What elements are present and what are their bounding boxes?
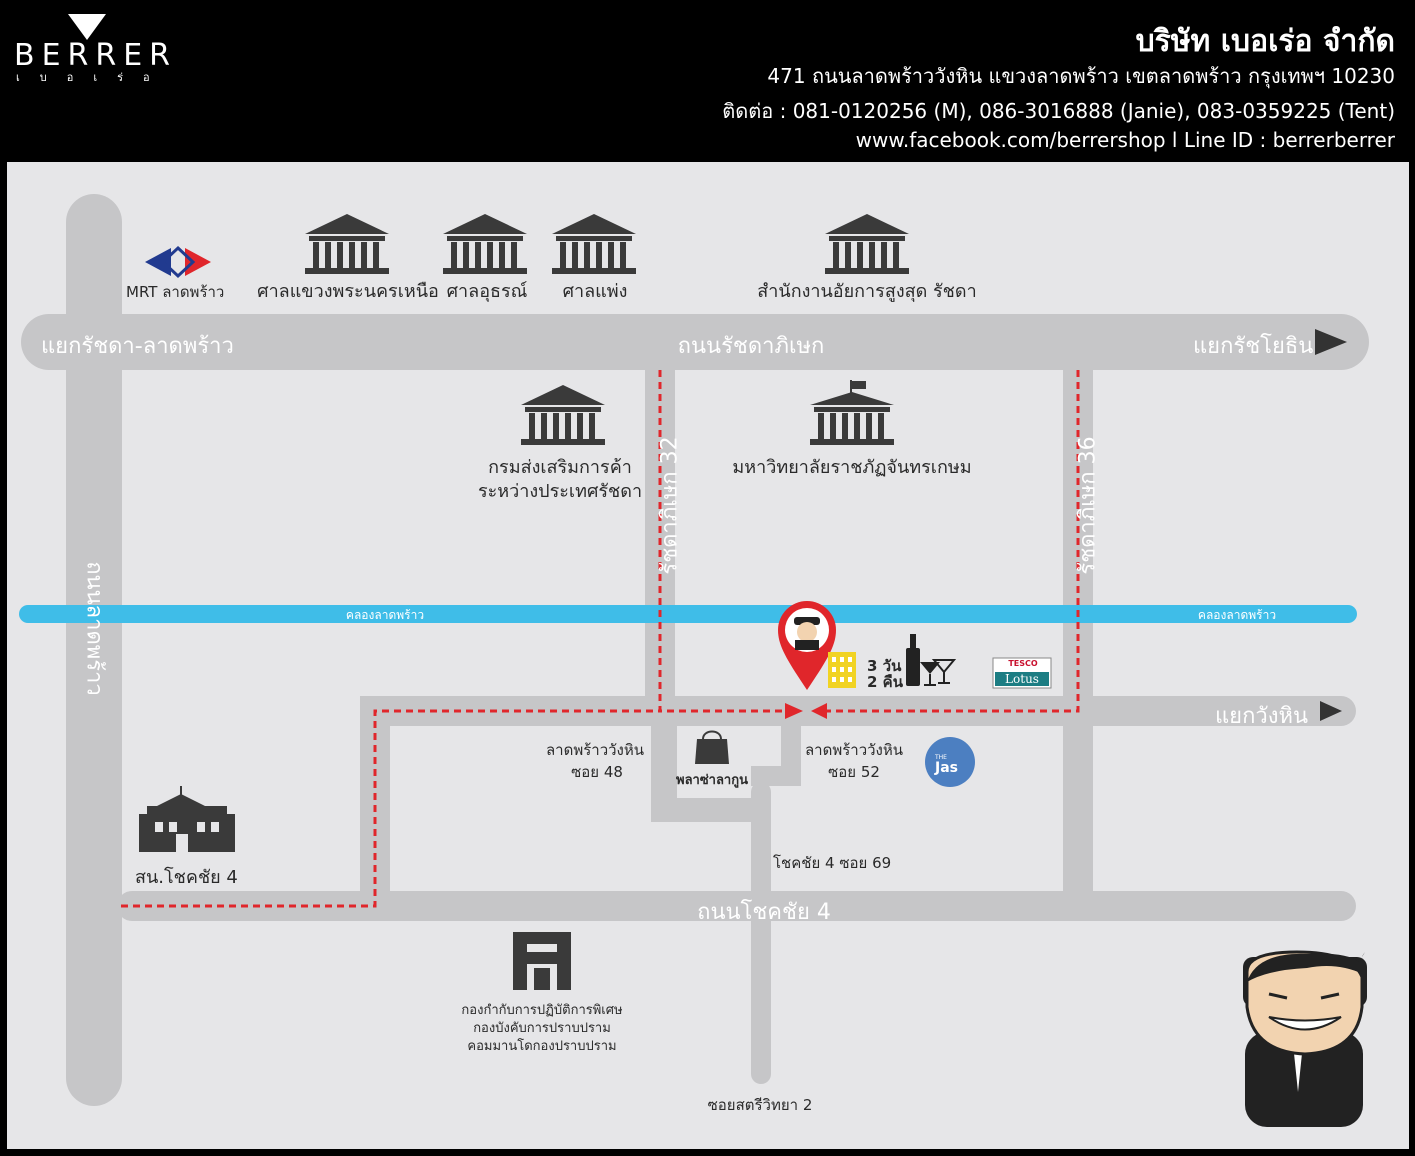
- military-base-icon: [513, 932, 571, 990]
- police-station-label: สน.โชคชัย 4: [135, 867, 238, 888]
- mrt-label: MRT ลาดพร้าว: [126, 283, 225, 301]
- mrt-logo-icon: [145, 245, 211, 279]
- canal-label-left: คลองลาดพร้าว: [345, 608, 425, 622]
- soi52-label-2: ซอย 52: [828, 763, 880, 781]
- police-station-icon: [139, 786, 235, 852]
- shopping-bag-icon: [695, 730, 729, 764]
- ratchada-ladprao-junction-label: แยกรัชดา-ลาดพร้าว: [41, 334, 234, 359]
- plaza-label: พลาซ่าลากูน: [676, 773, 748, 788]
- arrow-left-icon: [811, 703, 827, 719]
- logo-triangle-icon: [68, 14, 106, 40]
- ladprao-road-label: ถนนลาดพร้าว: [81, 561, 107, 696]
- military-label-1: กองกำกับการปฏิบัติการพิเศษ: [461, 1003, 623, 1018]
- ratchadaphisek-road-label: ถนนรัชดาภิเษก: [677, 334, 825, 359]
- military-label-3: คอมมานโดกองปราบปราม: [467, 1039, 617, 1054]
- court-north-icon: [305, 214, 389, 274]
- map-panel: MRT ลาดพร้าว ศาลแขวงพระนครเหนือ ศาลอุธรณ…: [7, 162, 1409, 1149]
- tesco-lotus-logo-icon: [992, 657, 1052, 689]
- route-soi36-to-wanghin: [827, 370, 1080, 713]
- canal-ladprao: [19, 605, 1357, 623]
- header: BERRER เบอเร่อ บริษัท เบอเร่อ จำกัด 471 …: [0, 0, 1415, 160]
- canal-label-right: คลองลาดพร้าว: [1197, 608, 1277, 622]
- road-soi36: [1063, 362, 1093, 897]
- bottle-glass-icon: [906, 634, 957, 686]
- court-appeal-label: ศาลอุธรณ์: [446, 281, 528, 302]
- road-ladprao: [66, 194, 122, 1106]
- department-label-2: ระหว่างประเทศรัชดา: [477, 481, 643, 502]
- soi32-label: รัชดาภิเษก 32: [657, 436, 683, 575]
- road-soi52-link: [751, 766, 801, 786]
- civil-court-label: ศาลแพ่ง: [562, 281, 628, 302]
- hotel-duration: 3 วัน 2 คืน: [867, 658, 903, 690]
- the-jas-logo-icon: [925, 737, 975, 787]
- wanghin-arrow-icon: [1320, 701, 1342, 721]
- soi-satri-label: ซอยสตรีวิทยา 2: [707, 1096, 813, 1114]
- hotel-duration-line2: 2 คืน: [867, 673, 903, 691]
- route-lines: [121, 370, 1080, 908]
- the-jas-top-text: THE: [935, 754, 947, 761]
- ratchayothin-arrow-icon: [1315, 329, 1347, 355]
- roads: [21, 194, 1369, 1106]
- company-address: 471 ถนนลาดพร้าววังหิน แขวงลาดพร้าว เขตลา…: [767, 64, 1395, 88]
- mascot-character-icon: [1243, 950, 1367, 1127]
- logo: BERRER: [14, 38, 178, 73]
- court-appeal-icon: [443, 214, 527, 274]
- the-jas-text: Jas: [935, 760, 958, 776]
- attorney-label: สำนักงานอัยการสูงสุด รัชดา: [757, 281, 977, 302]
- tesco-text: TESCO: [1008, 659, 1038, 668]
- soi36-label: รัชดาภิเษก 36: [1075, 436, 1101, 575]
- social-links: www.facebook.com/berrershop l Line ID : …: [855, 128, 1395, 152]
- department-building-icon: [521, 385, 605, 445]
- map-graphics: [19, 194, 1369, 1127]
- department-label-1: กรมส่งเสริมการค้า: [488, 457, 632, 478]
- chokchai4-road-label: ถนนโชคชัย 4: [697, 900, 831, 925]
- soi52-label-1: ลาดพร้าววังหิน: [804, 741, 904, 759]
- contact-phones: ติดต่อ : 081-0120256 (M), 086-3016888 (J…: [722, 99, 1395, 123]
- military-label-2: กองบังคับการปราบปราม: [473, 1021, 611, 1036]
- university-label: มหาวิทยาลัยราชภัฏจันทรเกษม: [732, 457, 972, 478]
- route-chokchai-to-wanghin: [121, 709, 660, 908]
- soi48-label-1: ลาดพร้าววังหิน: [545, 741, 645, 759]
- road-soi48-bottom: [651, 798, 761, 822]
- hotel-duration-line1: 3 วัน: [867, 657, 902, 675]
- soi48-label-2: ซอย 48: [571, 763, 623, 781]
- attorney-building-icon: [825, 214, 909, 274]
- court-north-label: ศาลแขวงพระนครเหนือ: [257, 281, 439, 302]
- shop-location-pin-icon: [778, 601, 836, 690]
- civil-court-icon: [552, 214, 636, 274]
- logo-subtitle: เบอเร่อ: [16, 71, 170, 84]
- arrow-right-icon: [785, 703, 803, 719]
- road-wanghin: [360, 696, 1356, 726]
- company-name: บริษัท เบอเร่อ จำกัด: [1135, 24, 1395, 59]
- ratchayothin-junction-label: แยกรัชโยธิน: [1193, 334, 1314, 359]
- wanghin-junction-label: แยกวังหิน: [1215, 704, 1309, 729]
- road-ratchadaphisek: [21, 314, 1369, 370]
- hotel-icon: [828, 652, 856, 688]
- road-soi69: [751, 782, 771, 1084]
- chokchai4-soi69-label: โชคชัย 4 ซอย 69: [773, 854, 892, 872]
- lotus-text: Lotus: [1005, 672, 1039, 686]
- road-chokchai4: [117, 891, 1356, 921]
- university-building-icon: [810, 380, 894, 445]
